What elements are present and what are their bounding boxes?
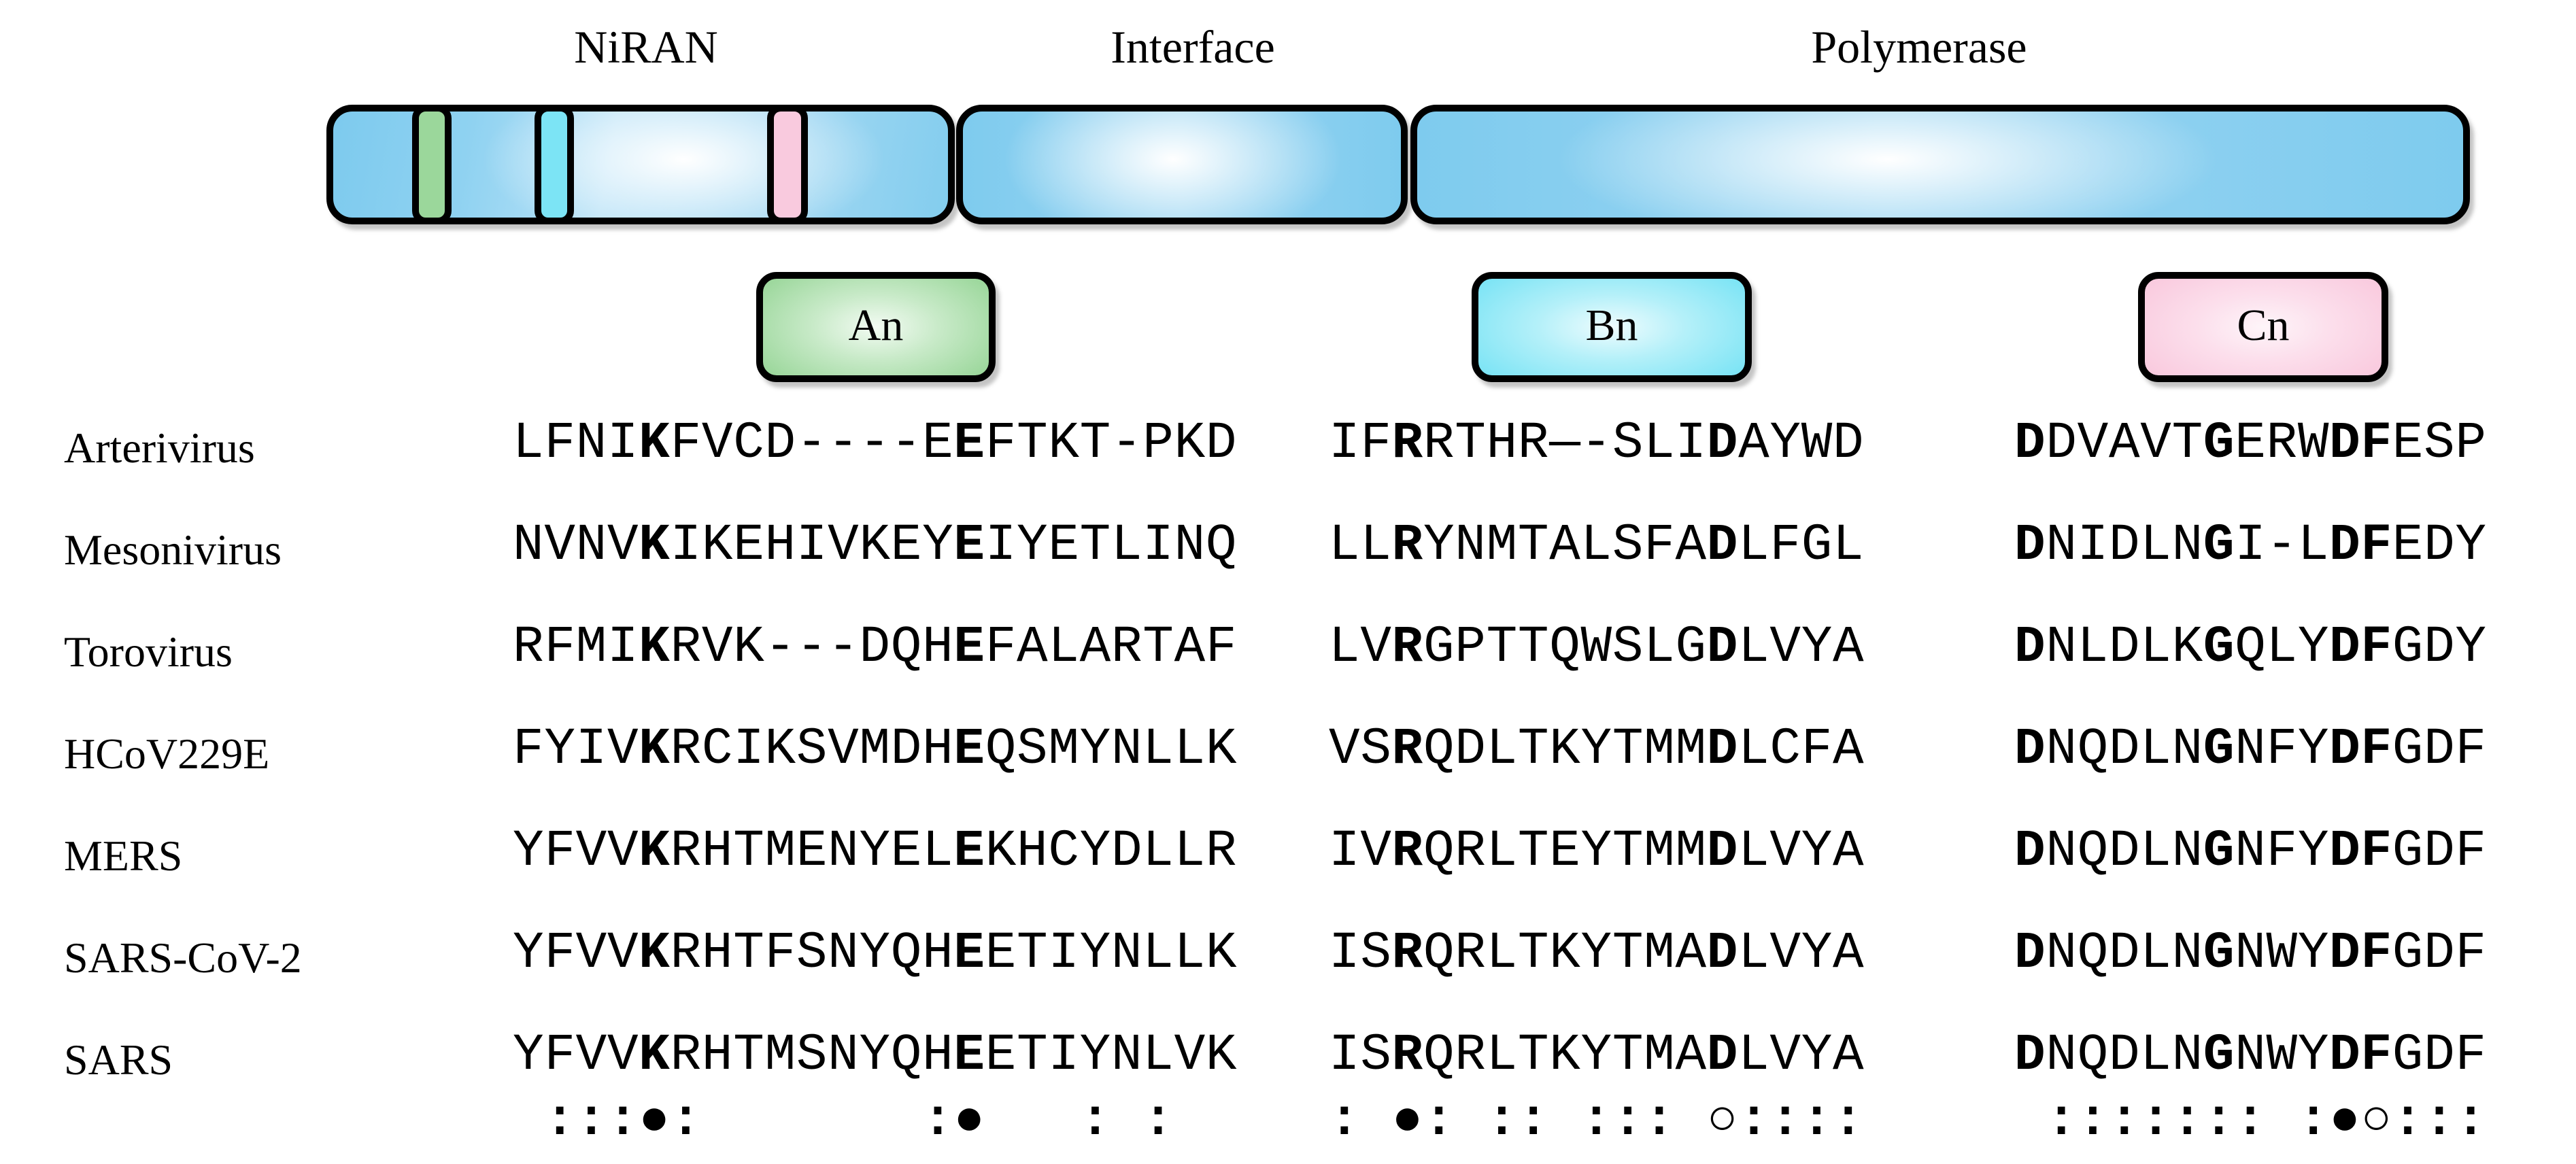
- domain-bar-interface: [956, 105, 1408, 224]
- alignment-row-SARS-CoV-2: SARS-CoV-2 YFVVKRHTFSNYQHEETIYNLLK ISRQRLT…: [0, 927, 2576, 982]
- species-label: SARS-CoV-2: [64, 933, 302, 982]
- species-label: Arterivirus: [64, 423, 255, 472]
- alignment-row-Torovirus: Torovirus RFMIKRVK---DQHEFALARTAF LVRGPTTQ…: [0, 621, 2576, 676]
- motif-box-an-label: An: [848, 302, 904, 351]
- conservation-row: :::●: :● : : : ●: :: ::: ○:::: ::::::: :…: [0, 1092, 2576, 1150]
- sequence-block-b: LLRYNMTALSFADLFGL: [1329, 517, 1865, 575]
- species-label: Torovirus: [64, 627, 233, 676]
- motif-box-cn: Cn: [2138, 272, 2388, 382]
- alignment-row-Mesonivirus: Mesonivirus NVNVKIKEHIVKEYEIYETLINQ LLRYNM…: [0, 519, 2576, 574]
- sequence-block-c: DNQDLNGNWYDFGDF: [2014, 1027, 2487, 1085]
- sequence-block-c: DNQDLNGNFYDFGDF: [2014, 721, 2487, 779]
- sequence-block-a: LFNIKFVCD----EEFTKT-PKD: [513, 415, 1238, 473]
- alignment-row-SARS: SARS YFVVKRHTMSNYQHEETIYNLVK ISRQRLTKYTMAD…: [0, 1029, 2576, 1084]
- sequence-block-b: ISRQRLTKYTMADLVYA: [1329, 1027, 1865, 1085]
- alignment-row-MERS: MERS YFVVKRHTMENYELEKHCYDLLR IVRQRLTEYTMMD…: [0, 825, 2576, 880]
- species-label: MERS: [64, 831, 183, 880]
- motif-box-cn-label: Cn: [2237, 302, 2290, 351]
- sequence-block-b: IVRQRLTEYTMMDLVYA: [1329, 823, 1865, 881]
- conservation-block-b: : ●: :: ::: ○::::: [1329, 1092, 1865, 1150]
- species-label: SARS: [64, 1035, 173, 1084]
- motif-stripe-cyan: [535, 105, 574, 224]
- domain-label-interface: Interface: [1111, 23, 1275, 73]
- species-label: Mesonivirus: [64, 525, 282, 574]
- sequence-block-a: RFMIKRVK---DQHEFALARTAF: [513, 619, 1238, 677]
- sequence-block-a: YFVVKRHTMENYELEKHCYDLLR: [513, 823, 1238, 881]
- conservation-block-c: ::::::: :●○:::: [2046, 1092, 2487, 1150]
- sequence-block-a: NVNVKIKEHIVKEYEIYETLINQ: [513, 517, 1238, 575]
- motif-box-bn-label: Bn: [1585, 302, 1638, 351]
- sequence-block-b: IFRRTHR—-SLIDAYWD: [1329, 415, 1865, 473]
- sequence-block-b: ISRQRLTKYTMADLVYA: [1329, 925, 1865, 983]
- sequence-block-a: YFVVKRHTFSNYQHEETIYNLLK: [513, 925, 1238, 983]
- species-label: HCoV229E: [64, 729, 270, 778]
- domain-bar-polymerase: [1410, 105, 2470, 224]
- sequence-block-b: VSRQDLTKYTMMDLCFA: [1329, 721, 1865, 779]
- motif-stripe-pink: [767, 105, 808, 224]
- alignment-row-Arterivirus: Arterivirus LFNIKFVCD----EEFTKT-PKD IFRRTH…: [0, 417, 2576, 472]
- sequence-block-c: DNQDLNGNWYDFGDF: [2014, 925, 2487, 983]
- conservation-block-a: :::●: :● : :: [544, 1092, 1174, 1150]
- domain-label-niran: NiRAN: [574, 23, 718, 73]
- motif-box-an: An: [756, 272, 996, 382]
- sequence-block-c: DNLDLKGQLYDFGDY: [2014, 619, 2487, 677]
- sequence-block-a: YFVVKRHTMSNYQHEETIYNLVK: [513, 1027, 1238, 1085]
- alignment-row-HCoV229E: HCoV229E FYIVKRCIKSVMDHEQSMYNLLK VSRQDLTKY…: [0, 723, 2576, 778]
- sequence-block-c: DNQDLNGNFYDFGDF: [2014, 823, 2487, 881]
- motif-stripe-green: [412, 105, 452, 224]
- domain-label-polymerase: Polymerase: [1811, 23, 2027, 73]
- sequence-block-a: FYIVKRCIKSVMDHEQSMYNLLK: [513, 721, 1238, 779]
- sequence-block-c: DNIDLNGI-LDFEDY: [2014, 517, 2487, 575]
- motif-box-bn: Bn: [1472, 272, 1752, 382]
- sequence-block-b: LVRGPTTQWSLGDLVYA: [1329, 619, 1865, 677]
- sequence-block-c: DDVAVTGERWDFESP: [2014, 415, 2487, 473]
